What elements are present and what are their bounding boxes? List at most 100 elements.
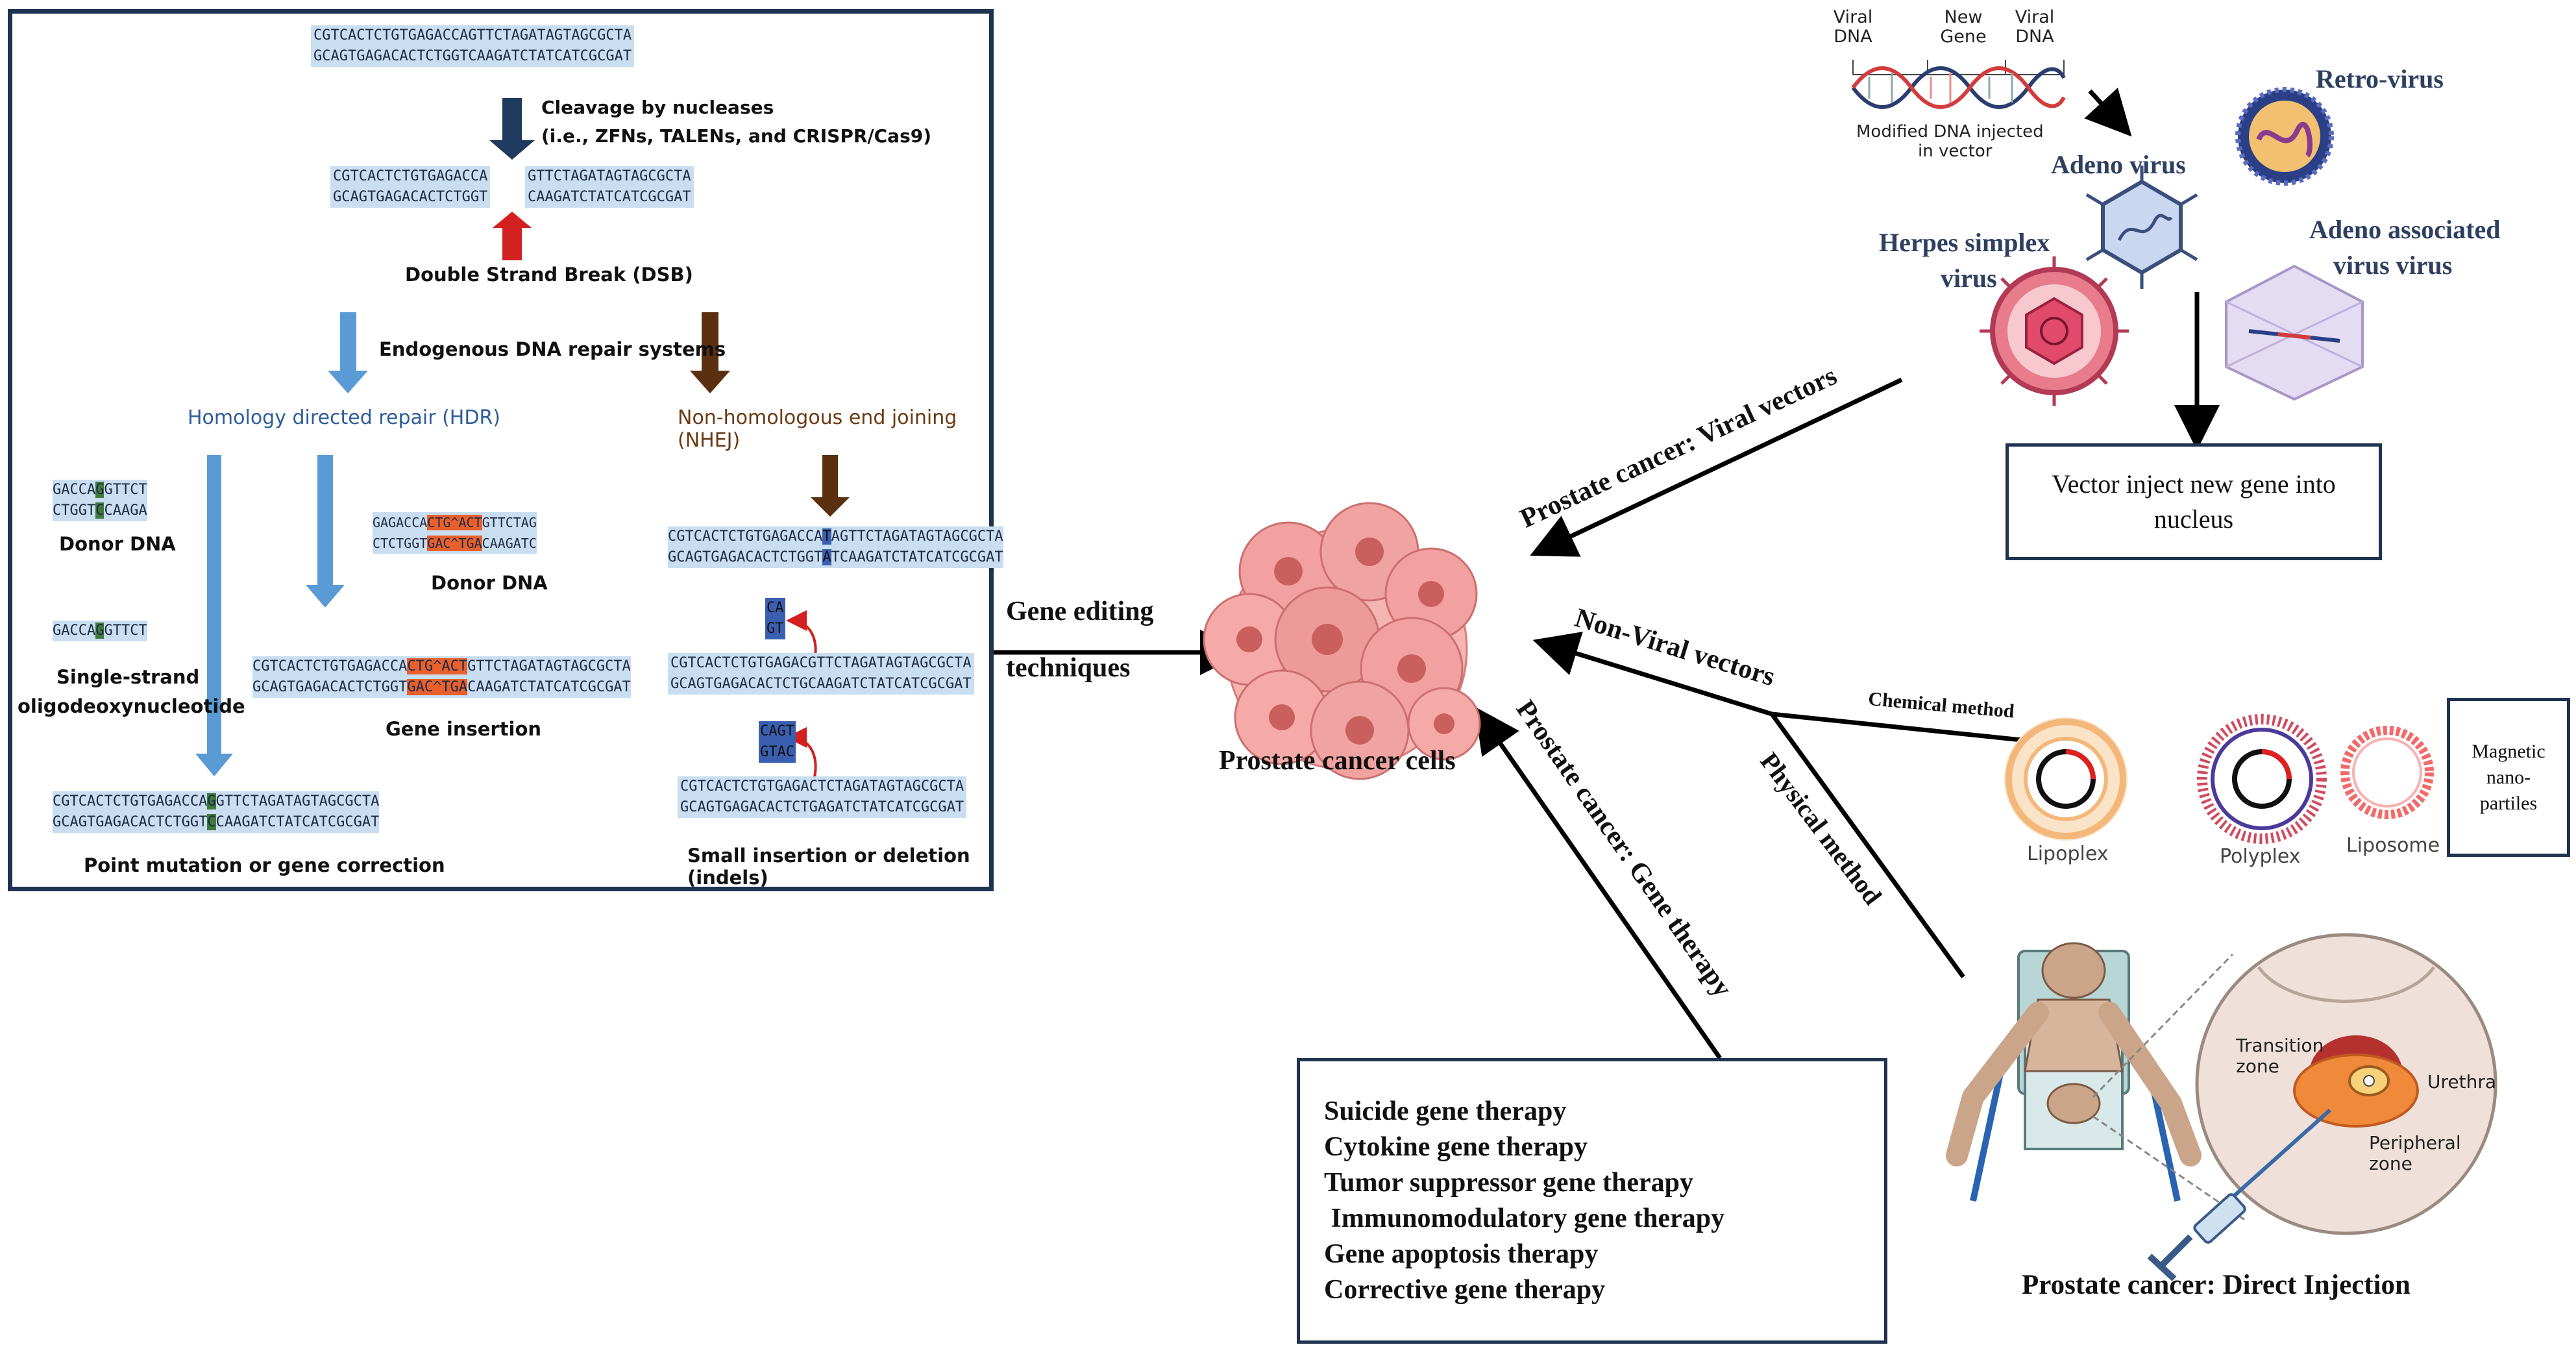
seq-segment: CAAGATC [482, 536, 537, 551]
dna-strand: CGTCACTCTGTGAGACCAGGTTCTAGATAGTAGCGCTA [53, 791, 380, 812]
polyplex-icon [2197, 714, 2327, 844]
dna-strand: GAGACCACTG^ACTGTTCTAG [373, 512, 537, 533]
therapy-item: Suicide gene therapy [1324, 1096, 1567, 1126]
gene-therapy-list: Suicide gene therapy Cytokine gene thera… [1324, 1094, 1724, 1308]
gene-editing-panel: CGTCACTCTGTGAGACCAGTTCTAGATAGTAGCGCTA GC… [8, 9, 1003, 891]
direct-injection-illustration [1946, 933, 2497, 1281]
deletion-fragment: CAGT GTAC [759, 721, 796, 763]
chemical-method-line [1771, 711, 2022, 743]
hdr-label: Homology directed repair (HDR) [188, 406, 500, 429]
viral-dna-label-right: Viral DNA [2015, 7, 2055, 47]
therapy-item: Tumor suppressor gene therapy [1324, 1168, 1694, 1198]
dna-strand: GCAGTGAGACACTCTGAGATCTATCATCGCGAT [678, 797, 967, 818]
seq-segment: GCAGTGAGACACTCTGGT [252, 679, 408, 695]
gene-editing-label-2: techniques [1006, 653, 1131, 683]
dna-strand: GCAGTGAGACACTCTGCAAGATCTATCATCGCGAT [668, 674, 974, 695]
seq-segment: GTTCTAG [482, 515, 537, 530]
dna-strand: CTGGTCCAAGA [53, 500, 147, 521]
dna-strand: CGTCACTCTGTGAGACCATAGTTCTAGATAGTAGCGCTA [668, 526, 1003, 547]
repair-label: Endogenous DNA repair systems [379, 338, 726, 360]
nhej-arrow [690, 312, 730, 393]
nhej-sequence-2: CGTCACTCTGTGAGACGTTCTAGATAGTAGCGCTA GCAG… [668, 653, 974, 695]
dna-strand: CAGT [759, 721, 796, 742]
nhej-sequence-1: CGTCACTCTGTGAGACCATAGTTCTAGATAGTAGCGCTA … [668, 526, 1003, 568]
donor-dna-label: Donor DNA [59, 533, 176, 555]
nhej-label: Non-homologous end joining (NHEJ) [678, 406, 957, 452]
ssodn-sequence: GACCAGGTTCT [53, 621, 147, 641]
gene-insertion-label: Gene insertion [386, 718, 542, 740]
dsb-left-fragment: CGTCACTCTGTGAGACCA GCAGTGAGACACTCTGGT [330, 166, 491, 208]
adeno-virus-icon [2085, 166, 2198, 289]
adeno-virus-label: Adeno virus [2051, 150, 2186, 179]
herpes-label-1: Herpes simplex [1879, 228, 2050, 257]
gene-therapy-arrow [1474, 706, 1722, 1060]
seq-segment: CGTCACTCTGTGAGACCA [668, 528, 823, 545]
peripheral-zone-label: Peripheral zone [2369, 1132, 2461, 1174]
seq-segment: GAGACCA [373, 515, 428, 530]
dsb-right-fragment: GTTCTAGATAGTAGCGCTA CAAGATCTATCATCGCGAT [525, 166, 694, 208]
gene-therapy-box: Suicide gene therapy Cytokine gene thera… [1297, 1058, 1887, 1344]
dna-strand: GT [765, 619, 785, 639]
ssodn-label-1: Single-strand [56, 666, 200, 688]
dna-strand: GCAGTGAGACACTCTGGTCAAGATCTATCATCGCGAT [311, 46, 635, 67]
retro-virus-icon [2235, 87, 2334, 186]
dna-strand: CGTCACTCTGTGAGACCA [330, 166, 491, 187]
modified-dna-caption-1: Modified DNA injected [1856, 122, 2044, 142]
donor-dna-insert: GAGACCACTG^ACTGTTCTAG CTCTGGTGAC^TGACAAG… [373, 512, 537, 554]
seq-segment: AGTTCTAGATAGTAGCGCTA [831, 528, 1003, 545]
aav-virus-icon [2225, 264, 2364, 401]
dna-strand: GACCAGGTTCT [53, 621, 147, 641]
vector-inject-text: Vector inject new gene into nucleus [2052, 469, 2336, 534]
modified-dna-caption-2: in vector [1918, 142, 1993, 161]
mutation-base: G [207, 793, 216, 809]
mutation-base: G [95, 482, 104, 498]
mutation-base: C [207, 814, 216, 830]
seq-segment: GTTCTAGATAGTAGCGCTA [467, 658, 631, 674]
seq-segment: CTGGT [53, 502, 96, 519]
deletion-curve-arrow [786, 727, 817, 780]
non-viral-arrow [1532, 632, 1773, 717]
dna-strand: GCAGTGAGACACTCTGGTCCAAGATCTATCATCGCGAT [53, 812, 380, 833]
magnetic-nanoparticles-text: Magnetic nano-partiles [2472, 740, 2545, 814]
therapy-item: Immunomodulatory gene therapy [1324, 1204, 1725, 1233]
new-gene-label: New Gene [1940, 7, 1987, 47]
seq-segment: GCAGTGAGACACTCTGGT [668, 549, 823, 565]
seq-segment: CAAGATCTATCATCGCGAT [467, 679, 631, 695]
polyplex-label: Polyplex [2220, 845, 2301, 868]
seq-segment: CGTCACTCTGTGAGACCA [53, 793, 208, 809]
seq-segment: CAAGA [104, 502, 147, 519]
dsb-label: Double Strand Break (DSB) [405, 264, 693, 286]
lipoplex-icon [2004, 717, 2128, 841]
nhej-sequence-3: CGTCACTCTGTGAGACTCTAGATAGTAGCGCTA GCAGTG… [678, 776, 967, 818]
cleavage-label: Cleavage by nucleases [541, 97, 774, 118]
liposome-icon [2340, 726, 2434, 819]
gene-editing-label-1: Gene editing [1006, 597, 1154, 626]
mutation-base: C [95, 502, 104, 519]
seq-segment: CAAGATCTATCATCGCGAT [215, 814, 380, 830]
junction-base: A [822, 549, 831, 565]
seq-segment: GACCA [53, 482, 96, 498]
cleavage-arrow [489, 98, 535, 160]
dna-strand: GTTCTAGATAGTAGCGCTA [525, 166, 694, 187]
ssodn-label-2: oligodeoxynucleotide [18, 695, 245, 717]
seq-segment: GCAGTGAGACACTCTGGT [53, 814, 208, 830]
retro-virus-label: Retro-virus [2316, 64, 2444, 93]
lipoplex-label: Lipoplex [2027, 843, 2109, 865]
dna-strand: CA [765, 598, 785, 619]
therapy-item: Cytokine gene therapy [1324, 1132, 1588, 1162]
aav-label-2: virus virus [2333, 251, 2453, 280]
point-mutation-arrow [195, 455, 233, 776]
dna-strand: CTCTGGTGAC^TGACAAGATC [373, 533, 537, 554]
aav-label-1: Adeno associated [2309, 215, 2501, 244]
dna-strand: GTAC [759, 742, 796, 763]
dna-strand: CGTCACTCTGTGAGACGTTCTAGATAGTAGCGCTA [668, 653, 974, 674]
seq-segment: CGTCACTCTGTGAGACCA [252, 658, 408, 674]
viral-vector-arrow [1530, 377, 1903, 557]
point-mutation-sequence: CGTCACTCTGTGAGACCAGGTTCTAGATAGTAGCGCTA G… [53, 791, 380, 833]
cancer-cell-cluster [1203, 502, 1481, 780]
dna-strand: CGTCACTCTGTGAGACTCTAGATAGTAGCGCTA [678, 776, 967, 797]
dna-strand: GCAGTGAGACACTCTGGTATCAAGATCTATCATCGCGAT [668, 547, 1003, 568]
insertion-fragment: CA GT [765, 598, 785, 639]
transition-zone-label: Transition zone [2236, 1035, 2324, 1077]
